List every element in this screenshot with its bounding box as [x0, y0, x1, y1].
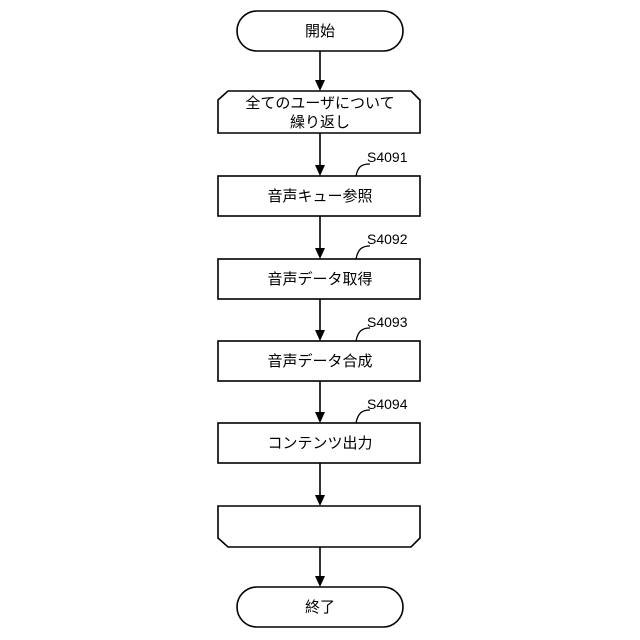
- loop-end: [218, 506, 420, 547]
- loop-label-line1: 全てのユーザについて: [245, 94, 394, 112]
- loop-label-line2: 繰り返し: [290, 113, 350, 131]
- step-id-s4091: S4091: [367, 149, 408, 165]
- end-terminator: 終了: [237, 587, 403, 627]
- arrow-step-3-to-step-4: [315, 381, 325, 423]
- step-id-s4093: S4093: [367, 314, 408, 330]
- step-id-leader: [356, 164, 370, 176]
- arrow-start-to-loop: [315, 51, 325, 91]
- loop-start: 全てのユーザについて 繰り返し: [218, 91, 420, 133]
- start-label: 開始: [305, 22, 335, 40]
- step-id-s4094: S4094: [367, 396, 408, 412]
- arrow-loop-end-to-end: [315, 547, 325, 587]
- process-step-s4093: S4093 音声データ合成: [218, 314, 420, 381]
- end-label: 終了: [305, 598, 335, 616]
- step-label-s4093: 音声データ合成: [267, 352, 372, 370]
- step-id-leader: [356, 246, 370, 259]
- arrow-loop-to-step-1: [315, 133, 325, 176]
- step-label-s4094: コンテンツ出力: [267, 434, 372, 452]
- step-label-s4092: 音声データ取得: [267, 270, 372, 288]
- arrow-step-4-to-loop-end: [315, 463, 325, 506]
- step-id-s4092: S4092: [367, 231, 408, 247]
- process-step-s4092: S4092 音声データ取得: [218, 231, 420, 299]
- arrow-step-2-to-step-3: [315, 299, 325, 341]
- loop-end-shape: [218, 506, 420, 547]
- start-terminator: 開始: [237, 11, 403, 51]
- step-label-s4091: 音声キュー参照: [267, 187, 372, 205]
- arrow-step-1-to-step-2: [315, 216, 325, 259]
- process-step-s4091: S4091 音声キュー参照: [218, 149, 420, 216]
- process-step-s4094: S4094 コンテンツ出力: [218, 396, 420, 463]
